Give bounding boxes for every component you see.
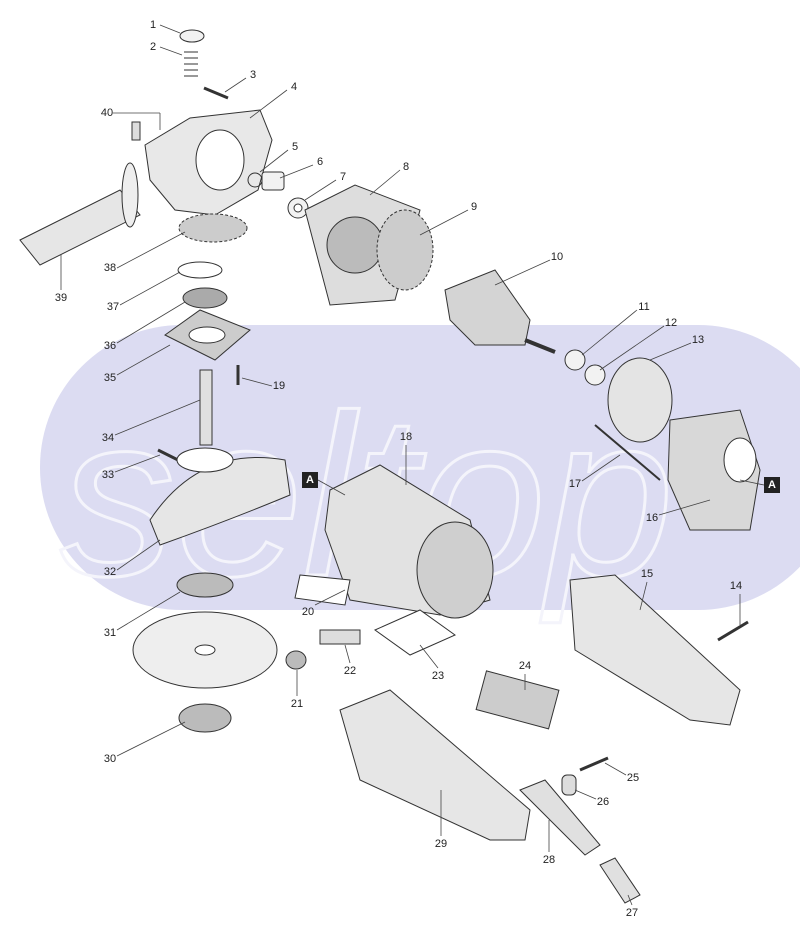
part-label: 22 — [343, 665, 357, 677]
part-label: 35 — [103, 372, 117, 384]
part-label: 24 — [518, 660, 532, 672]
part-spiral-gear — [376, 209, 434, 291]
part-label: 29 — [434, 838, 448, 850]
part-label: 13 — [691, 334, 705, 346]
part-label: 10 — [550, 251, 564, 263]
part-label: 28 — [542, 854, 556, 866]
part-label: 5 — [291, 141, 299, 153]
part-armature — [444, 269, 531, 346]
part-wheel-guard — [149, 457, 291, 546]
part-label: 39 — [54, 292, 68, 304]
part-label: 12 — [664, 317, 678, 329]
part-spring — [184, 51, 198, 77]
part-handle-cover — [569, 574, 741, 726]
part-label: 4 — [290, 81, 298, 93]
part-label: 33 — [101, 469, 115, 481]
part-label: 8 — [402, 161, 410, 173]
part-label: 38 — [103, 262, 117, 274]
part-label: 23 — [431, 670, 445, 682]
part-label: 26 — [596, 796, 610, 808]
part-label: 3 — [249, 69, 257, 81]
part-label: 18 — [399, 431, 413, 443]
part-spindle — [199, 369, 213, 446]
part-label: 9 — [470, 201, 478, 213]
part-handle — [339, 689, 531, 841]
part-screw — [203, 86, 229, 100]
part-side-handle — [19, 189, 141, 266]
part-label: 37 — [106, 301, 120, 313]
section-marker-a: A — [764, 477, 780, 493]
part-label: 36 — [103, 340, 117, 352]
part-label: 17 — [568, 478, 582, 490]
part-label: 34 — [101, 432, 115, 444]
part-label: 19 — [272, 380, 286, 392]
part-label: 2 — [149, 41, 157, 53]
part-label: 27 — [625, 907, 639, 919]
part-label: 21 — [290, 698, 304, 710]
part-label: 14 — [729, 580, 743, 592]
part-label: 1 — [149, 19, 157, 31]
part-label: 30 — [103, 753, 117, 765]
part-label: 25 — [626, 772, 640, 784]
part-label: 15 — [640, 568, 654, 580]
part-label: 16 — [645, 512, 659, 524]
part-label: 7 — [339, 171, 347, 183]
part-label: 11 — [638, 301, 650, 313]
part-label: 31 — [103, 627, 117, 639]
part-label: 40 — [100, 107, 114, 119]
part-label: 6 — [316, 156, 324, 168]
part-cap — [179, 29, 205, 43]
part-label: 32 — [103, 566, 117, 578]
part-label: 20 — [301, 606, 315, 618]
section-marker-a: A — [302, 472, 318, 488]
leader-lines — [60, 24, 765, 906]
